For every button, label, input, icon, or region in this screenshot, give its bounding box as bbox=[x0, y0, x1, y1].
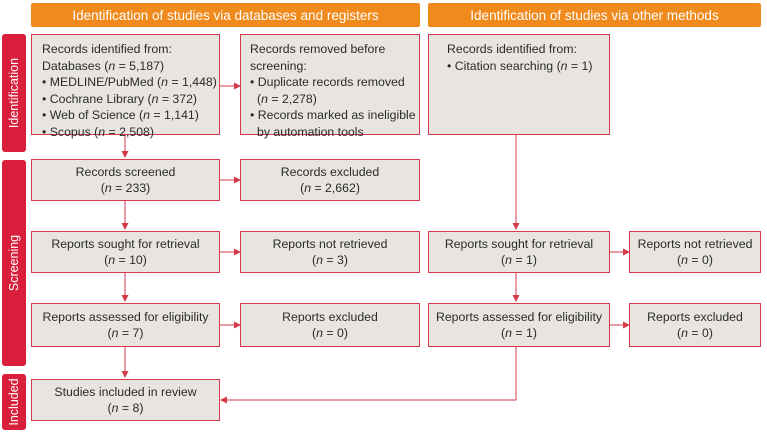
reports-assessed-box: Reports assessed for eligibility (n = 7) bbox=[31, 303, 220, 347]
records-screened-count: (n = 233) bbox=[100, 181, 151, 195]
records-removed-box: Records removed before screening: • Dupl… bbox=[240, 34, 420, 139]
records-screened-box: Records screened (n = 233) bbox=[31, 159, 220, 201]
records-excluded-count: (n = 2,662) bbox=[300, 181, 360, 195]
automation-line-2: by automation tools bbox=[257, 124, 364, 139]
other-reports-not-retrieved-count: (n = 0) bbox=[677, 253, 713, 267]
automation-line-1: • Records marked as ineligible bbox=[250, 108, 416, 122]
records-removed-title-1: Records removed before bbox=[250, 42, 386, 56]
other-reports-assessed-box: Reports assessed for eligibility (n = 1) bbox=[428, 303, 610, 347]
records-identified-box: Records identified from: Databases (n = … bbox=[31, 34, 220, 139]
reports-sought-count: (n = 10) bbox=[104, 253, 147, 267]
reports-excluded-label: Reports excluded bbox=[282, 309, 378, 324]
reports-sought-box: Reports sought for retrieval (n = 10) bbox=[31, 231, 220, 273]
studies-included-box: Studies included in review (n = 8) bbox=[31, 379, 220, 421]
phase-identification: Identification bbox=[2, 34, 26, 152]
arrow-other-assessed-to-included bbox=[220, 347, 517, 404]
records-excluded-label: Records excluded bbox=[280, 164, 380, 179]
reports-sought-label: Reports sought for retrieval bbox=[51, 236, 200, 251]
reports-excluded-box: Reports excluded (n = 0) bbox=[240, 303, 420, 347]
other-reports-excluded-box: Reports excluded (n = 0) bbox=[629, 303, 761, 347]
source-medline: • MEDLINE/PubMed (n = 1,448) bbox=[42, 75, 217, 89]
reports-assessed-count: (n = 7) bbox=[107, 326, 144, 340]
studies-included-label: Studies included in review bbox=[54, 384, 197, 399]
citation-searching-line: • Citation searching (n = 1) bbox=[447, 58, 593, 73]
reports-not-retrieved-box: Reports not retrieved (n = 3) bbox=[240, 231, 420, 273]
reports-assessed-label: Reports assessed for eligibility bbox=[42, 309, 209, 324]
header-databases-text: Identification of studies via databases … bbox=[72, 7, 379, 23]
source-cochrane: • Cochrane Library (n = 372) bbox=[42, 91, 198, 106]
records-excluded-box: Records excluded (n = 2,662) bbox=[240, 159, 420, 201]
other-reports-assessed-count: (n = 1) bbox=[501, 326, 537, 340]
other-reports-sought-count: (n = 1) bbox=[501, 253, 537, 267]
other-reports-excluded-count: (n = 0) bbox=[677, 326, 713, 340]
other-reports-not-retrieved-box: Reports not retrieved (n = 0) bbox=[629, 231, 761, 273]
duplicate-removed-line-1: • Duplicate records removed bbox=[250, 75, 405, 89]
other-reports-excluded-label: Reports excluded bbox=[647, 309, 743, 324]
reports-not-retrieved-label: Reports not retrieved bbox=[272, 236, 388, 251]
header-databases: Identification of studies via databases … bbox=[31, 3, 420, 27]
phase-included: Included bbox=[2, 374, 26, 430]
duplicate-removed-line-2: (n = 2,278) bbox=[257, 91, 317, 106]
other-reports-not-retrieved-label: Reports not retrieved bbox=[637, 236, 753, 251]
records-identified-title: Records identified from: bbox=[42, 42, 172, 56]
studies-included-count: (n = 8) bbox=[107, 401, 144, 415]
other-records-identified-box: Records identified from: • Citation sear… bbox=[428, 34, 610, 135]
source-scopus: • Scopus (n = 2,508) bbox=[42, 124, 154, 139]
header-other-methods: Identification of studies via other meth… bbox=[428, 3, 761, 27]
header-other-text: Identification of studies via other meth… bbox=[470, 7, 719, 23]
source-web-of-science: • Web of Science (n = 1,141) bbox=[42, 108, 199, 122]
other-reports-assessed-label: Reports assessed for eligibility bbox=[435, 309, 603, 324]
other-reports-sought-label: Reports sought for retrieval bbox=[444, 236, 594, 251]
other-identified-title: Records identified from: bbox=[447, 42, 577, 56]
reports-excluded-count: (n = 0) bbox=[312, 326, 348, 340]
records-removed-title-2: screening: bbox=[250, 58, 307, 73]
other-reports-sought-box: Reports sought for retrieval (n = 1) bbox=[428, 231, 610, 273]
reports-not-retrieved-count: (n = 3) bbox=[312, 253, 348, 267]
databases-line: Databases (n = 5,187) bbox=[42, 58, 165, 73]
records-screened-label: Records screened bbox=[75, 164, 176, 179]
phase-screening: Screening bbox=[2, 160, 26, 366]
